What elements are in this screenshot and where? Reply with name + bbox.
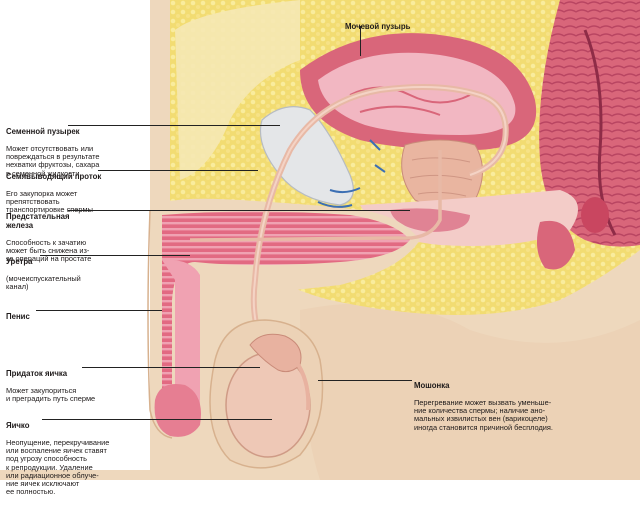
leader-testis	[42, 419, 272, 420]
rectum	[539, 0, 640, 247]
anal-sphincter	[581, 197, 609, 233]
bladder-inner	[318, 52, 516, 135]
label-bladder-title: Мочевой пузырь	[345, 22, 411, 32]
label-testis: Яичко Неопущение, перекручивание или вос…	[6, 414, 109, 505]
thigh-skin	[300, 303, 640, 480]
label-prostate-title: Предстательная железа	[6, 212, 70, 230]
perineal-muscle	[536, 220, 575, 270]
penis-outline	[147, 209, 173, 439]
leader-prostate	[68, 210, 410, 211]
label-prostate: Предстательная железа Способность к зача…	[6, 205, 91, 271]
urethra-path	[189, 150, 442, 242]
corpus-spongiosum	[162, 259, 200, 424]
label-testis-desc: Неопущение, перекручивание или воспалени…	[6, 438, 110, 497]
anatomy-illustration	[0, 0, 640, 480]
label-penis-title: Пенис	[6, 312, 30, 322]
blue-vessels	[317, 139, 386, 208]
bulb-muscle	[390, 208, 470, 232]
label-seminal-vesicle-desc: Может отсутствовать или повреждаться в р…	[6, 144, 100, 178]
bladder-folds	[349, 86, 471, 116]
label-vas-deferens-desc: Его закупорка может препятствовать транс…	[6, 189, 93, 215]
label-scrotum-title: Мошонка	[414, 381, 450, 391]
label-bladder: Мочевой пузырь	[345, 15, 410, 40]
label-prostate-desc: Способность к зачатию может быть снижена…	[6, 237, 92, 263]
label-vas-deferens: Семявыводящий проток Его закупорка может…	[6, 165, 101, 223]
label-epididymis-desc: Может закупориться и преградить путь спе…	[6, 386, 96, 404]
label-seminal-vesicle: Семенной пузырек Может отсутствовать или…	[6, 120, 100, 186]
corpus-cavernosum	[162, 211, 410, 422]
leader-seminal-vesicle	[68, 125, 280, 126]
epididymis-tail	[293, 358, 311, 411]
leader-vas-deferens	[98, 170, 258, 171]
label-urethra-desc: (мочеиспускательный канал)	[6, 274, 81, 292]
label-seminal-vesicle-title: Семенной пузырек	[6, 127, 80, 137]
leader-penis	[36, 310, 162, 311]
glans	[154, 384, 201, 437]
vas-deferens-core	[252, 85, 507, 351]
label-testis-title: Яичко	[6, 421, 30, 431]
label-urethra-title: Уретра	[6, 257, 33, 267]
leader-epididymis	[82, 367, 260, 368]
testis-body	[225, 352, 311, 458]
label-scrotum: Мошонка Перегревание может вызвать умень…	[414, 374, 553, 440]
label-penis: Пенис	[6, 305, 30, 330]
leader-scrotum	[318, 380, 412, 381]
pubic-bone-area	[175, 0, 300, 180]
label-scrotum-desc: Перегревание может вызвать уменьше- ние …	[414, 398, 553, 432]
label-vas-deferens-title: Семявыводящий проток	[6, 172, 102, 182]
leader-urethra	[40, 255, 190, 256]
leader-bladder	[360, 26, 361, 56]
label-epididymis: Придаток яичка Может закупориться и прег…	[6, 362, 95, 412]
label-epididymis-title: Придаток яичка	[6, 369, 68, 379]
label-urethra: Уретра (мочеиспускательный канал)	[6, 250, 81, 300]
